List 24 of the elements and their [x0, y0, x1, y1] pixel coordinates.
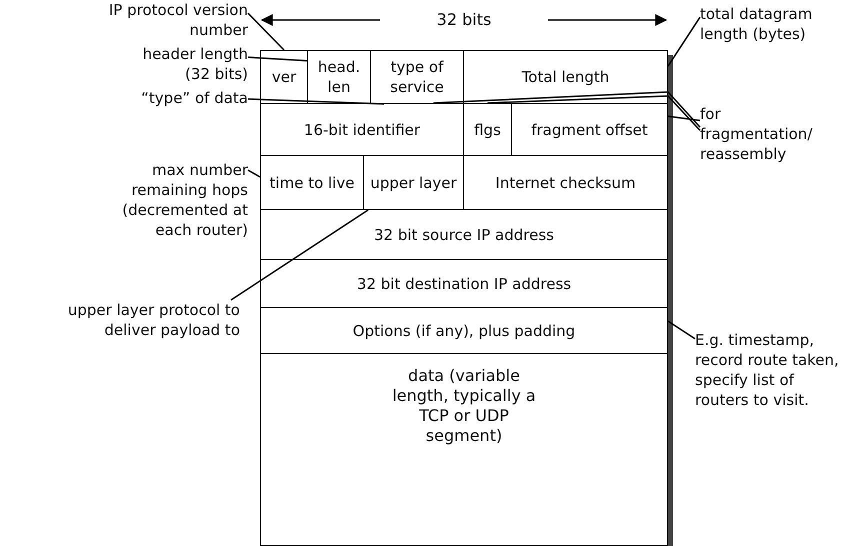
dimension-label: 32 bits — [436, 10, 492, 30]
leader-line — [247, 12, 285, 51]
header-field: ver — [260, 50, 308, 104]
leader-line — [248, 56, 308, 62]
leader-line — [433, 91, 701, 128]
annotation-text: “type” of data — [100, 88, 248, 110]
leader-line — [248, 169, 260, 178]
leader-line — [668, 116, 700, 122]
header-field: 32 bit source IP address — [260, 209, 668, 260]
annotation-text: upper layer protocol to deliver payload to — [60, 300, 240, 344]
annotation-text: header length (32 bits) — [123, 44, 248, 88]
leader-line — [248, 98, 384, 105]
header-field: Total length — [463, 50, 668, 104]
leader-line — [230, 209, 369, 301]
header-field: Options (if any), plus padding — [260, 307, 668, 354]
annotation-text: total datagram length (bytes) — [700, 4, 860, 48]
header-field: 32 bit destination IP address — [260, 259, 668, 308]
annotation-text: E.g. timestamp, record route taken, specify list of routers to visit. — [695, 330, 845, 418]
leader-line — [668, 320, 696, 340]
leader-line — [487, 95, 701, 131]
annotation-text: max number remaining hops (decremented at each router) — [95, 160, 248, 244]
leader-line — [667, 16, 701, 67]
annotation-text: for fragmentation/ reassembly — [700, 104, 830, 170]
header-field: data (variable length, typically a TCP or UDP segment) — [260, 353, 668, 546]
